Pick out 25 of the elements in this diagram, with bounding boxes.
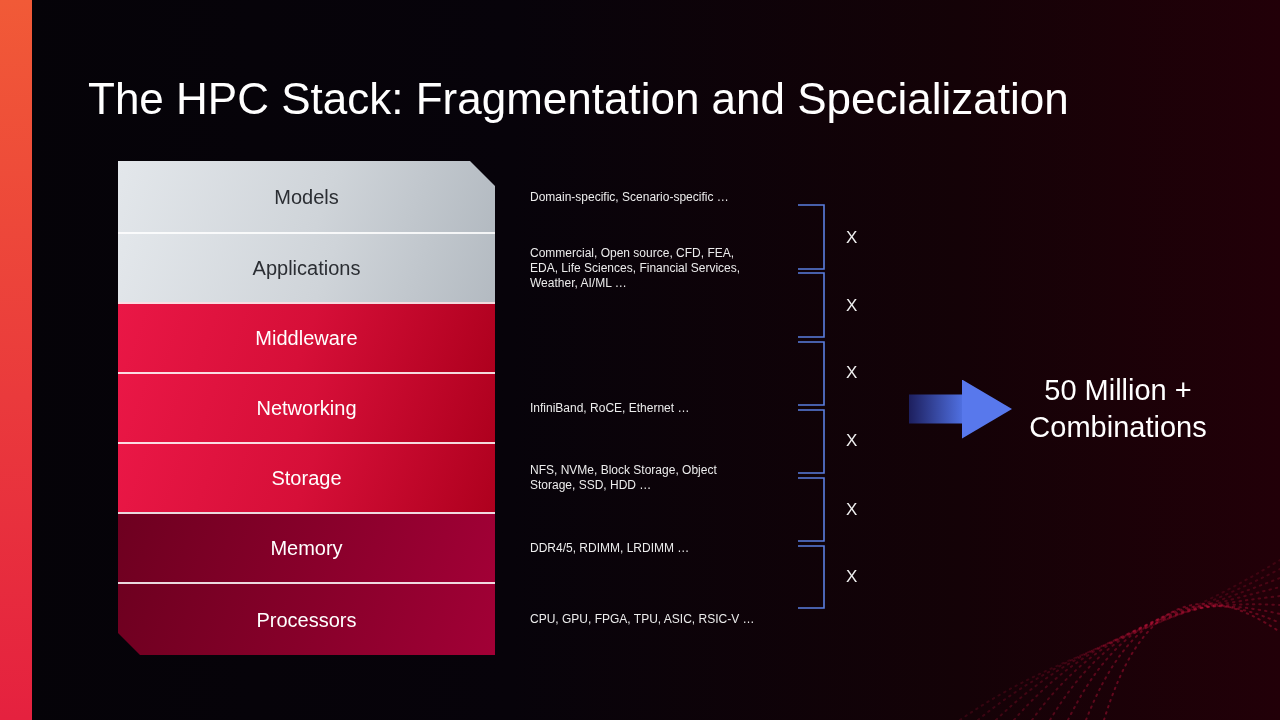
layer-label: Applications [252,256,361,280]
layer-label: Middleware [255,326,358,350]
layer-examples: NFS, NVMe, Block Storage, Object Storage, SSD, HDD … [530,463,718,493]
multiply-label: X [846,568,858,586]
layer-label: Storage [271,466,342,490]
result-text: 50 Million + Combinations [1012,372,1224,446]
multiply-label: X [846,229,858,247]
layer-examples: DDR4/5, RDIMM, LRDIMM … [530,540,691,556]
layer-label: Processors [256,607,357,632]
multiply-label: X [846,501,858,519]
stack-layer [118,161,495,232]
multiply-label: X [846,432,858,450]
slide-title: The HPC Stack: Fragmentation and Specialization [88,73,1069,125]
stack-layer [118,582,495,655]
layer-examples: Domain-specific, Scenario-specific … [530,189,730,204]
multiply-label: X [846,364,858,382]
layer-label: Models [274,184,339,209]
block-arrow [909,379,1012,439]
multiply-label: X [846,297,858,315]
layer-examples: Commercial, Open source, CFD, FEA, EDA, Life Sciences, Financial Services, Weather, AI/ML … [530,245,742,291]
layer-label: Networking [256,396,357,420]
layer-examples: InfiniBand, RoCE, Ethernet … [530,400,691,416]
stack-layer [118,302,495,372]
layer-examples: CPU, GPU, FPGA, TPU, ASIC, RSIC-V … [530,611,756,626]
layer-label: Memory [270,536,343,560]
